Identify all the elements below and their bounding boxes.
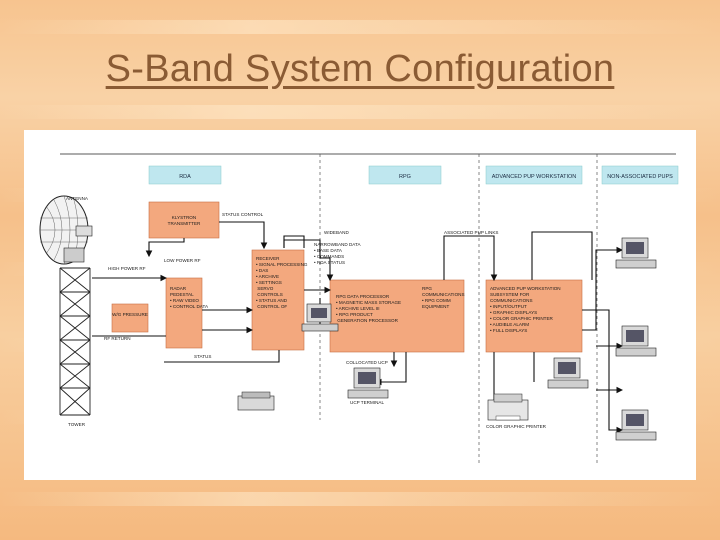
ucp-terminal-label: UCP TERMINAL — [350, 400, 384, 405]
workstation-block — [485, 279, 583, 353]
associated-pup-links-label: ASSOCIATED PUP LINKS — [444, 230, 498, 235]
header-rda-label: RDA — [179, 174, 191, 180]
header-non-associated — [601, 165, 679, 185]
rpg-processor-block — [329, 279, 465, 353]
slide-title: S-Band System Configuration — [105, 48, 615, 90]
printer-icon — [487, 393, 529, 421]
header-advanced-workstation-label: ADVANCED PUP WORKSTATION — [492, 174, 577, 180]
colocated-ucp-label: COLLOCATED UCP — [346, 360, 388, 365]
tower-icon — [59, 267, 91, 416]
monitor-icon — [301, 303, 339, 332]
monitor-icon — [615, 237, 657, 269]
antenna-label: ANTENNA — [66, 196, 89, 201]
tower-label: TOWER — [68, 422, 86, 427]
status-control-label: STATUS CONTROL — [222, 212, 264, 217]
receiver-label: RECEIVER• SIGNAL PROCESSING• DAS• ARCHIV… — [256, 256, 308, 309]
monitor-icon — [347, 367, 389, 399]
header-rpg — [368, 165, 442, 185]
wideband-label: WIDEBAND — [324, 230, 349, 235]
header-rda — [148, 165, 222, 185]
high-power-rf-label: HIGH POWER RF — [108, 266, 146, 271]
monitor-icon — [615, 409, 657, 441]
antenna-icon — [39, 195, 93, 265]
header-non-associated-label: NON-ASSOCIATED PUPS — [607, 174, 673, 180]
terminal-icon — [237, 391, 275, 411]
monitor-icon — [615, 325, 657, 357]
narrowband-lines-label: NARROWBAND DATA• BASE DATA• COMMANDS• RD… — [314, 242, 361, 265]
header-rpg-label: RPG — [399, 174, 411, 180]
rpg-processor-label: RPG DATA PROCESSOR• MAGNETIC MASS STORAG… — [336, 294, 401, 323]
system-diagram: RDA RPG ADVANCED PUP WORKSTATION NON-ASS… — [39, 153, 679, 465]
waveguide-pressure-label: W/G PRESSURE — [112, 312, 148, 317]
diagram-panel: RDA RPG ADVANCED PUP WORKSTATION NON-ASS… — [24, 130, 696, 480]
transmitter-block — [148, 201, 220, 239]
header-advanced-workstation — [485, 165, 583, 185]
radar-block — [165, 277, 203, 349]
printer-caption-label: COLOR GRAPHIC PRINTER — [486, 424, 547, 429]
low-power-rf-label: LOW POWER RF — [164, 258, 201, 263]
receiver-block — [251, 249, 305, 351]
rf-return-label: RF RETURN — [104, 336, 131, 341]
status-label: STATUS — [194, 354, 211, 359]
monitor-icon — [547, 357, 589, 389]
waveguide-pressure-block — [111, 303, 149, 333]
